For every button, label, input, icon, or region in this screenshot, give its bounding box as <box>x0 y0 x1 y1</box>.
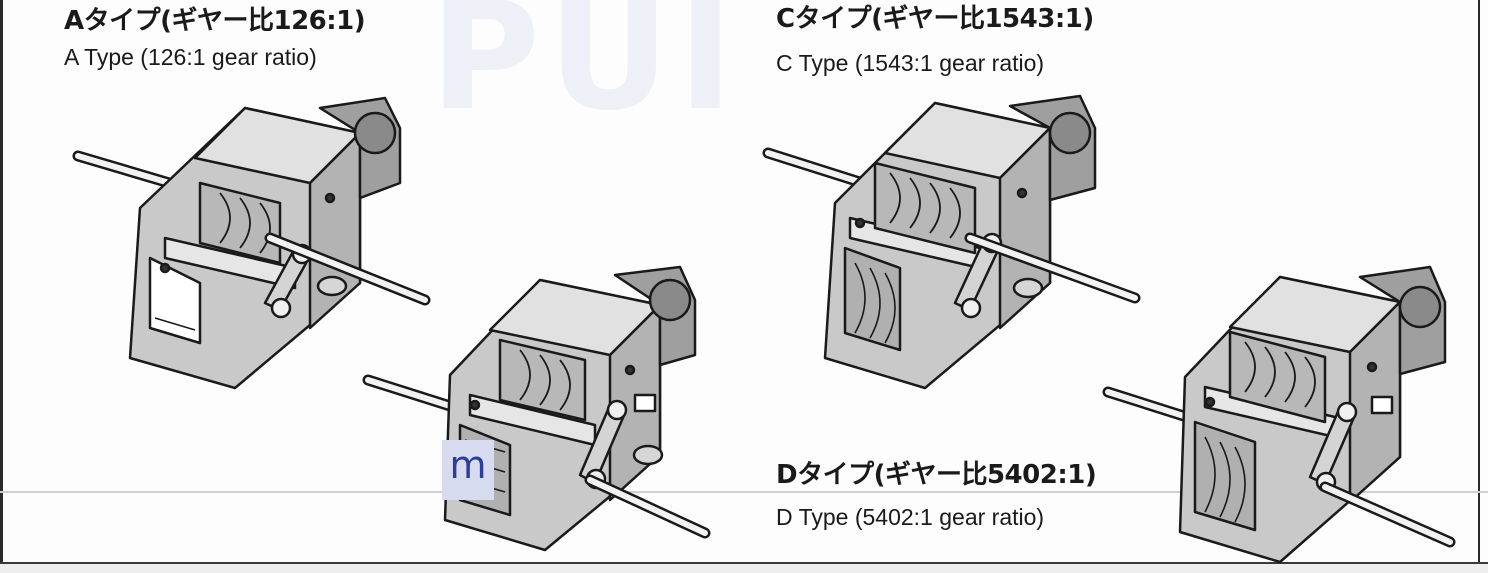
d-type-gearbox-illustration <box>1102 265 1456 564</box>
frame-bottom-border <box>0 562 1488 573</box>
watermark: PUI <box>430 0 742 144</box>
overlay-badge[interactable]: m <box>442 440 494 500</box>
c-type-title-en: C Type (1543:1 gear ratio) <box>776 50 1045 76</box>
page-fold-line <box>0 491 1488 493</box>
a-type-gearbox-illustration <box>72 96 431 390</box>
d-type-title-jp: Dタイプ(ギヤー比5402:1) <box>776 460 1097 490</box>
c-type-title-jp: Cタイプ(ギヤー比1543:1) <box>776 4 1094 34</box>
d-type-title-en: D Type (5402:1 gear ratio) <box>776 504 1045 530</box>
a-type-title-en: A Type (126:1 gear ratio) <box>64 44 317 70</box>
frame-right-border <box>1478 0 1480 573</box>
frame-left-border <box>0 0 3 573</box>
c-type-gearbox-illustration <box>762 94 1141 390</box>
a-type-title-jp: Aタイプ(ギヤー比126:1) <box>64 6 366 36</box>
b-type-gearbox-illustration <box>362 265 711 552</box>
